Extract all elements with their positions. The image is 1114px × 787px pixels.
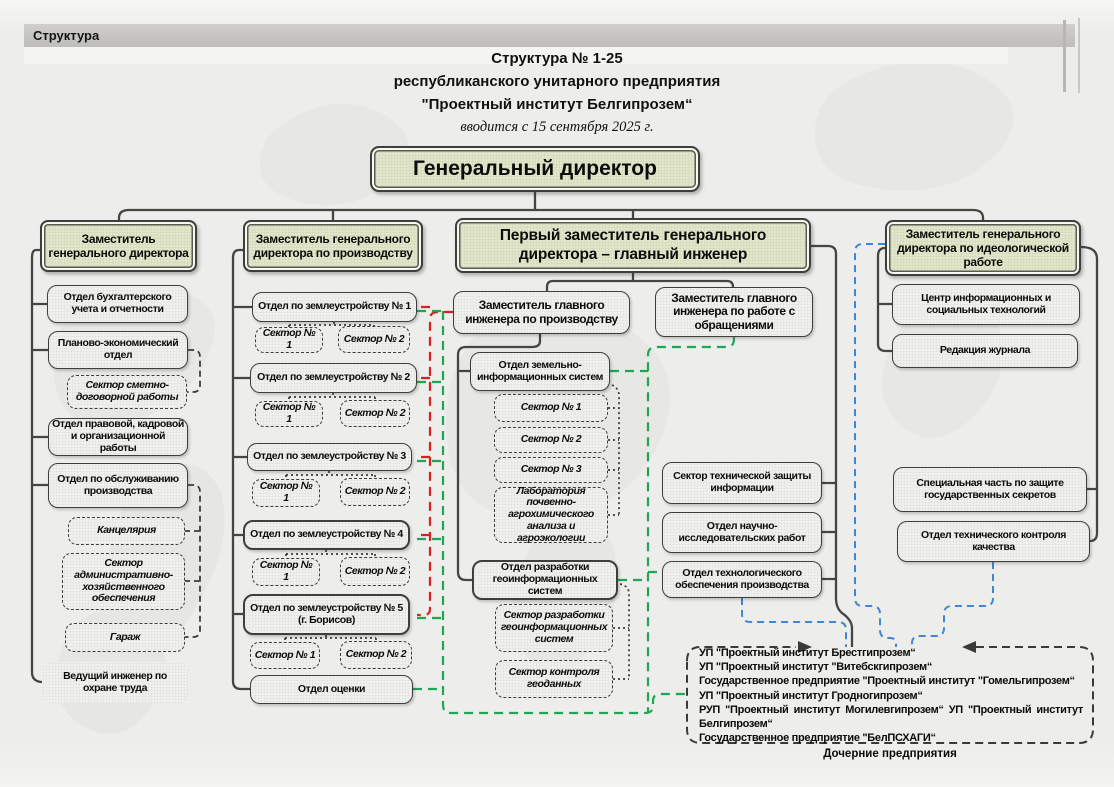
dotted-sector-lines xyxy=(284,322,630,680)
box-gis-development-dept: Отдел разработки геоинформационных систе… xyxy=(472,560,618,600)
box-deputy-chief-engineer-production: Заместитель главного инженера по произво… xyxy=(453,291,630,334)
box-lis-sector3: Сектор № 3 xyxy=(494,457,608,483)
subsidiaries-caption: Дочерние предприятия xyxy=(823,748,957,760)
box-tech-support-production-dept: Отдел технологического обеспечения произ… xyxy=(662,561,822,598)
box-land-dept-5-borisov: Отдел по землеустройству № 5 (г. Борисов… xyxy=(243,594,410,635)
box-accounting-dept: Отдел бухгалтерского учета и отчетности xyxy=(47,285,188,323)
subsidiary-mogilev-belgiprozem: РУП "Проектный институт Могилевгипрозем“… xyxy=(699,704,1083,730)
arrow-right-icon xyxy=(798,641,812,653)
col4-left-rail xyxy=(876,246,892,353)
box-deputy-production: Заместитель генерального директора по пр… xyxy=(243,220,423,272)
box-chancellery: Канцелярия xyxy=(68,517,185,545)
col3-left-subspine xyxy=(456,334,542,582)
box-garage: Гараж xyxy=(65,623,185,652)
box-valuation-dept: Отдел оценки xyxy=(250,675,413,704)
box-deputy-chief-engineer-appeals: Заместитель главного инженера по работе … xyxy=(655,287,813,337)
tab-structure[interactable]: Структура xyxy=(24,24,1075,47)
box-gis-development-sector: Сектор разработки геоинформационных сист… xyxy=(495,604,613,652)
toolbar-band xyxy=(24,47,1008,64)
box-tech-info-protection-sector: Сектор технической защиты информации xyxy=(662,462,822,504)
subsidiary-grodno: УП "Проектный институт Гродногипрозем“ xyxy=(699,689,923,702)
col1-spine xyxy=(30,248,48,684)
trunk-line xyxy=(117,192,985,222)
col2-spine xyxy=(231,248,252,691)
col4-right-rail xyxy=(1080,245,1099,543)
box-geodata-control-sector: Сектор контроля геоданных xyxy=(495,660,613,698)
dashed-subordination-lines xyxy=(185,349,201,638)
box-journal-editorial: Редакция журнала xyxy=(892,334,1078,368)
box-planning-economic-dept: Планово-экономический отдел xyxy=(48,331,188,369)
box-land2-sector1: Сектор № 1 xyxy=(255,401,323,427)
box-land4-sector1: Сектор № 1 xyxy=(252,558,320,586)
box-land1-sector2: Сектор № 2 xyxy=(338,326,410,353)
red-supervision-line xyxy=(417,305,453,617)
box-quality-control-dept: Отдел технического контроля качества xyxy=(897,521,1090,562)
box-land3-sector2: Сектор № 2 xyxy=(340,478,410,506)
blue-supervision-line xyxy=(741,243,994,647)
subsidiary-belpshagi: Государственное предприятие "БелПСХАГИ“ xyxy=(699,732,936,745)
box-soil-agrochem-lab: Лаборатория почвенно-агрохимического ана… xyxy=(494,485,608,544)
subsidiary-vitebsk: УП "Проектный институт "Витебскгипрозем“ xyxy=(699,660,933,673)
box-deputy-ideology: Заместитель генерального директора по ид… xyxy=(885,220,1081,276)
doc-title-line2: республиканского унитарного предприятия xyxy=(393,73,721,90)
col3-right-rail xyxy=(811,244,854,647)
box-land3-sector1: Сектор № 1 xyxy=(252,479,320,507)
box-land4-sector2: Сектор № 2 xyxy=(340,557,410,586)
box-land1-sector1: Сектор № 1 xyxy=(255,327,323,353)
subsidiary-brest: УП "Проектный институт Брестгипрозем“ xyxy=(699,646,916,659)
doc-title-line1: Структура № 1-25 xyxy=(491,50,623,67)
subsidiaries-list: УП "Проектный институт Брестгипрозем“ УП… xyxy=(699,647,1083,744)
box-info-social-tech-center: Центр информационных и социальных технол… xyxy=(892,284,1080,325)
box-land-dept-1: Отдел по землеустройству № 1 xyxy=(252,292,417,322)
box-land-dept-4: Отдел по землеустройству № 4 xyxy=(243,520,410,550)
box-safety-engineer: Ведущий инженер по охране труда xyxy=(42,662,188,703)
box-research-work-dept: Отдел научно-исследовательских работ xyxy=(662,512,822,553)
box-lis-sector2: Сектор № 2 xyxy=(494,427,608,453)
box-admin-household-sector: Сектор административно-хозяйственного об… xyxy=(62,553,185,610)
box-general-director: Генеральный директор xyxy=(370,146,700,192)
box-land5-sector1: Сектор № 1 xyxy=(250,642,320,669)
box-state-secrets-special-unit: Специальная часть по защите государствен… xyxy=(893,467,1087,512)
effective-date-note: вводится с 15 сентября 2025 г. xyxy=(460,119,654,135)
box-land2-sector2: Сектор № 2 xyxy=(340,400,410,427)
box-estimate-contract-sector: Сектор сметно-договорной работы xyxy=(67,375,187,409)
doc-title-line3: "Проектный институт Белгипрозем“ xyxy=(421,96,693,113)
col3-deputy-split xyxy=(545,273,735,291)
box-first-deputy-chief-engineer: Первый заместитель генерального директор… xyxy=(455,218,811,273)
tab-structure-label: Структура xyxy=(33,28,100,43)
box-production-service-dept: Отдел по обслуживанию производства xyxy=(48,463,188,508)
solid-hierarchy-lines xyxy=(30,192,1099,691)
box-land5-sector2: Сектор № 2 xyxy=(340,641,412,669)
subsidiaries-border xyxy=(686,641,1094,744)
arrow-left-icon xyxy=(962,641,976,653)
panel-edge-line xyxy=(1078,18,1080,93)
green-supervision-line xyxy=(413,309,736,715)
box-land-dept-3: Отдел по землеустройству № 3 xyxy=(247,443,412,471)
box-deputy-director: Заместитель генерального директора xyxy=(40,220,197,272)
box-land-info-systems-dept: Отдел земельно-информационных систем xyxy=(470,352,610,391)
box-lis-sector1: Сектор № 1 xyxy=(494,394,608,422)
box-land-dept-2: Отдел по землеустройству № 2 xyxy=(250,363,417,393)
scrollbar-artifact-line xyxy=(1063,20,1066,92)
box-legal-hr-dept: Отдел правовой, кадровой и организационн… xyxy=(48,418,188,456)
subsidiary-gomel: Государственное предприятие "Проектный и… xyxy=(699,675,1075,688)
